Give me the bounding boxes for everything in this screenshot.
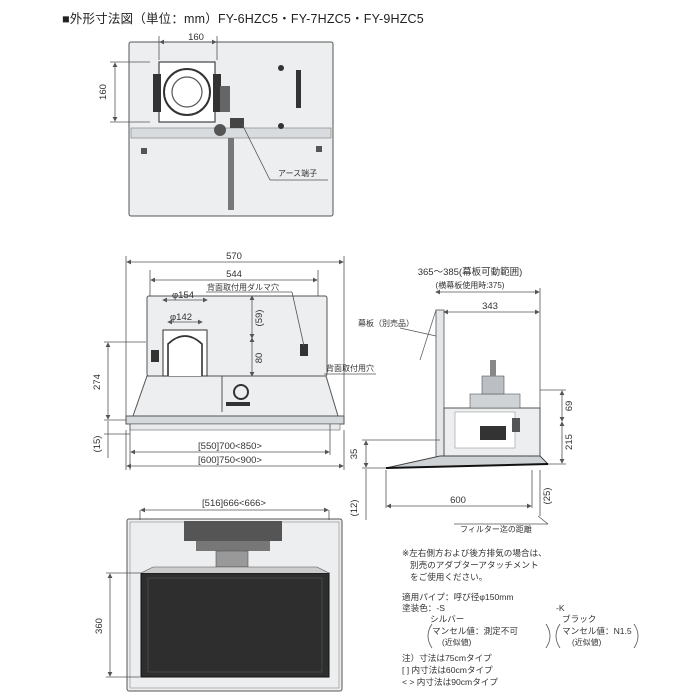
front-dim-phi142: φ142 xyxy=(170,312,192,323)
top-view: 160 160 アース端子 xyxy=(98,32,334,217)
note-munsell-s: マンセル値：測定不可 xyxy=(432,625,518,636)
side-view: 343 365～385(幕板可動範囲) (横幕板使用時:375) 幕板（別売品）… xyxy=(349,266,575,534)
note-munsell-k: マンセル値：N1.5 xyxy=(562,625,632,636)
filter-distance-label: フィルター迄の距離 xyxy=(460,524,532,534)
note-adapter-1: ※左右側方および後方排気の場合は、 xyxy=(402,547,547,558)
note-pipe: 適用パイプ：呼び径φ150mm xyxy=(402,591,514,602)
note-adapter-3: をご使用ください。 xyxy=(410,571,487,582)
front-dim-544: 544 xyxy=(226,269,242,280)
note-black: ブラック xyxy=(562,613,596,624)
front-dim-80: 80 xyxy=(254,353,265,364)
side-dim-range: 365～385(幕板可動範囲) xyxy=(418,266,523,278)
side-dim-35: 35 xyxy=(349,449,360,460)
front-dim-15: (15) xyxy=(92,436,103,453)
front-dim-phi154: φ154 xyxy=(172,290,194,301)
front-dim-59: (59) xyxy=(254,310,265,327)
front-dim-width-b: [600]750<900> xyxy=(198,455,262,466)
note-approx-s: (近似値) xyxy=(442,637,472,647)
page-title: ■外形寸法図（単位：mm）FY-6HZC5・FY-7HZC5・FY-9HZC5 xyxy=(62,12,424,26)
bottom-view: [516]666<666> 360 xyxy=(94,498,343,692)
makuita-label: 幕板（別売品） xyxy=(358,318,414,328)
top-dim-width: 160 xyxy=(188,32,204,43)
note-approx-k: (近似値) xyxy=(572,637,602,647)
top-dim-height: 160 xyxy=(98,84,109,100)
note-adapter-2: 別売のアダプターアタッチメント xyxy=(410,559,539,570)
front-dim-570: 570 xyxy=(226,251,242,262)
note-color-k: -K xyxy=(556,603,565,613)
side-dim-12: (12) xyxy=(349,500,360,517)
note-silver: シルバー xyxy=(430,614,464,624)
side-dim-600: 600 xyxy=(450,495,466,506)
front-dim-width-a: [550]700<850> xyxy=(198,441,262,452)
side-dim-range-sub: (横幕板使用時:375) xyxy=(436,280,505,290)
earth-terminal-label: アース端子 xyxy=(278,168,317,178)
front-view: 570 544 φ154 φ142 (59) 80 274 (15) [550]… xyxy=(92,251,376,470)
front-dim-274: 274 xyxy=(92,374,103,390)
note-color-label: 塗装色：-S xyxy=(402,602,445,613)
side-dim-25: (25) xyxy=(542,488,553,505)
rear-daruma-hole-label: 背面取付用ダルマ穴 xyxy=(207,282,279,292)
note-head: 注）寸法は75cmタイプ xyxy=(402,652,492,663)
side-dim-343: 343 xyxy=(482,301,498,312)
bottom-dim-width: [516]666<666> xyxy=(202,498,266,509)
note-90: < > 内寸法は90cmタイプ xyxy=(402,676,498,687)
note-60: [ ] 内寸法は60cmタイプ xyxy=(402,664,493,675)
side-dim-215: 215 xyxy=(564,434,575,450)
rear-mount-hole-label: 背面取付用穴 xyxy=(326,363,374,373)
notes-block: ※左右側方および後方排気の場合は、 別売のアダプターアタッチメント をご使用くだ… xyxy=(402,547,639,687)
side-dim-69: 69 xyxy=(564,401,575,412)
bottom-dim-360: 360 xyxy=(94,618,105,634)
